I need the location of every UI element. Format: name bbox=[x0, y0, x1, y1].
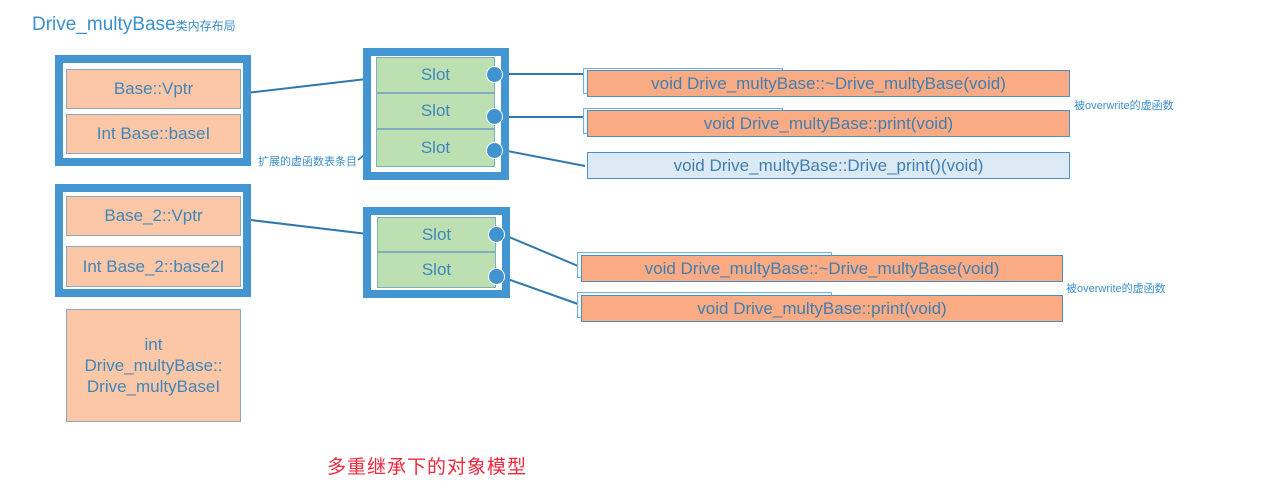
vtable2-fn-destructor: void Drive_multyBase::~Drive_multyBase(v… bbox=[581, 255, 1063, 282]
vtable1-fn-drive-print: void Drive_multyBase::Drive_print()(void… bbox=[587, 152, 1070, 179]
overwrite-note-1: 被overwrite的虚函数 bbox=[1074, 100, 1174, 112]
overwrite-note-2: 被overwrite的虚函数 bbox=[1066, 283, 1166, 295]
extended-entry-note: 扩展的虚函数表条目 bbox=[258, 156, 357, 168]
base2-member-cell: Int Base_2::base2I bbox=[66, 246, 241, 287]
slot-pointer-dot bbox=[486, 108, 503, 125]
slot1-3-arrow bbox=[501, 149, 586, 167]
base1-vptr-cell: Base::Vptr bbox=[66, 69, 241, 109]
slot-pointer-dot bbox=[486, 142, 503, 159]
slot2-1-arrow bbox=[501, 233, 579, 267]
vtable2-slot: Slot bbox=[377, 252, 496, 288]
vtable2-fn-print: void Drive_multyBase::print(void) bbox=[581, 295, 1063, 322]
vtable1-fn-destructor: void Drive_multyBase::~Drive_multyBase(v… bbox=[587, 70, 1070, 97]
diagram-caption: 多重继承下的对象模型 bbox=[327, 457, 528, 478]
slot-pointer-dot bbox=[488, 268, 505, 285]
derived-member-cell: int Drive_multyBase:: Drive_multyBaseI bbox=[66, 309, 241, 422]
vptr1-arrow bbox=[237, 77, 376, 95]
derived-member-line1: int bbox=[144, 334, 163, 354]
base2-vptr-cell: Base_2::Vptr bbox=[66, 196, 241, 236]
vtable1-fn-print: void Drive_multyBase::print(void) bbox=[587, 110, 1070, 137]
vtable1-slot: Slot bbox=[376, 93, 495, 129]
derived-member-line3: Drive_multyBaseI bbox=[86, 377, 221, 397]
title-suffix: 类内存布局 bbox=[175, 19, 236, 33]
vtable1-slot: Slot bbox=[376, 57, 495, 93]
slot-pointer-dot bbox=[488, 226, 505, 243]
vtable1-slot: Slot bbox=[376, 129, 495, 167]
base1-member-cell: Int Base::baseI bbox=[66, 114, 241, 154]
diagram-title: Drive_multyBase类内存布局 bbox=[32, 14, 236, 36]
derived-member-line2: Drive_multyBase:: bbox=[84, 355, 223, 375]
title-class-name: Drive_multyBase bbox=[32, 14, 176, 35]
vptr2-arrow bbox=[241, 218, 377, 236]
slot2-2-arrow bbox=[501, 276, 579, 305]
vtable2-slot: Slot bbox=[377, 217, 496, 252]
slot-pointer-dot bbox=[486, 66, 503, 83]
